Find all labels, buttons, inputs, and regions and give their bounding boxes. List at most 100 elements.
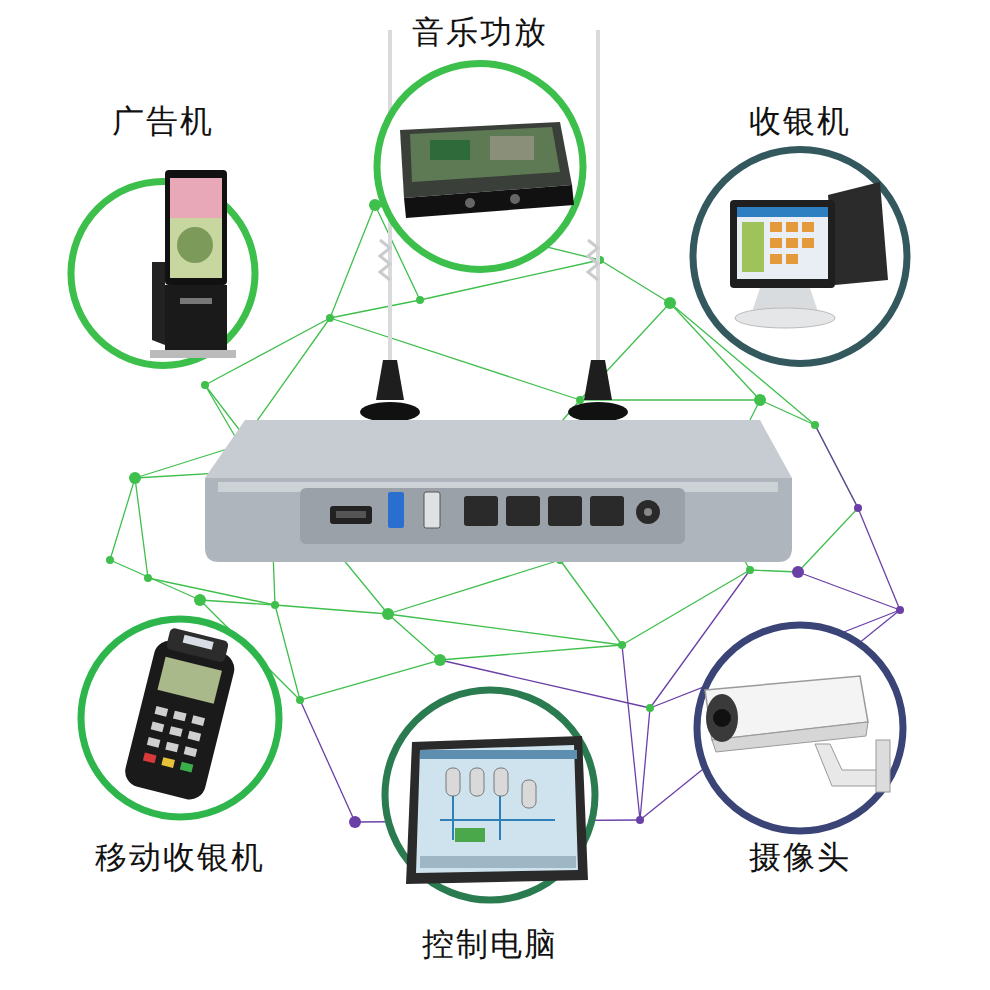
mobile-pos-illustration [155, 706, 169, 717]
mesh-dot [106, 556, 114, 564]
mobile-pos-illustration [122, 625, 241, 803]
amplifier-illustration [410, 127, 560, 182]
kiosk-illustration [170, 178, 222, 218]
control-computer-illustration [406, 736, 588, 884]
mesh-dot [746, 566, 754, 574]
control-computer-illustration [446, 768, 460, 796]
mesh-dot [896, 606, 904, 614]
mesh-dot [576, 396, 584, 404]
camera-illustration [713, 709, 731, 727]
cash-register-illustration [730, 200, 835, 288]
router-antenna [568, 402, 628, 422]
router-antenna [380, 240, 390, 280]
mesh-dot [792, 566, 804, 578]
cash-register-illustration [752, 288, 818, 312]
circle-outline [697, 625, 903, 831]
mobile-pos-illustration [191, 715, 205, 726]
amplifier-illustration [465, 198, 475, 208]
mesh-line [798, 508, 858, 572]
device-circle-node: 摄像头 [690, 618, 910, 877]
router-body [205, 478, 792, 562]
mesh-line [200, 600, 275, 605]
camera-illustration [705, 676, 890, 792]
mobile-pos-illustration [122, 637, 238, 802]
control-computer-illustration [470, 768, 484, 796]
mobile-pos-illustration [143, 753, 157, 764]
amplifier-illustration [400, 122, 572, 198]
device-label: 控制电脑 [419, 926, 561, 963]
amplifier-illustration [430, 140, 470, 160]
mesh-line [135, 478, 148, 578]
mobile-pos-illustration [151, 722, 165, 733]
control-computer-illustration [416, 745, 578, 873]
mesh-line [815, 425, 858, 508]
mobile-pos-illustration [161, 757, 175, 768]
mobile-pos-illustration [157, 657, 222, 704]
kiosk-illustration [165, 170, 227, 285]
control-computer-illustration [455, 828, 485, 842]
mobile-pos-illustration [166, 627, 230, 663]
cash-register-illustration [786, 238, 798, 248]
mesh-line [388, 560, 560, 614]
router-body [548, 496, 582, 526]
circle-outline [71, 181, 255, 365]
cash-register-illustration [786, 222, 798, 232]
mesh-line [300, 700, 355, 822]
mesh-dot [416, 296, 424, 304]
mesh-line [622, 570, 750, 645]
mesh-dot [129, 472, 141, 484]
mobile-pos-illustration [147, 706, 205, 757]
cash-register-illustration [802, 222, 814, 232]
cash-register-illustration [737, 207, 828, 217]
circle-outline [74, 612, 286, 877]
cash-register-illustration [770, 254, 782, 264]
mesh-line [622, 645, 640, 820]
kiosk-illustration [150, 350, 236, 358]
kiosk-illustration [180, 298, 212, 304]
mesh-line [858, 508, 900, 610]
router-body [388, 492, 404, 528]
device-label: 移动收银机 [92, 839, 268, 876]
mesh-line [330, 300, 420, 318]
cash-register-illustration [770, 222, 782, 232]
kiosk-illustration [165, 285, 227, 350]
router-body [464, 496, 498, 526]
mobile-pos-illustration [173, 711, 187, 722]
cash-register-illustration [770, 222, 814, 264]
circle-outline [693, 149, 907, 363]
cash-register-illustration [735, 308, 835, 328]
router-body [300, 488, 685, 544]
cash-register-illustration [828, 182, 888, 285]
mesh-dot [664, 297, 676, 309]
mesh-line [388, 614, 622, 645]
mesh-line [388, 614, 440, 660]
camera-illustration [705, 676, 868, 740]
amplifier-illustration [490, 136, 534, 160]
mobile-pos-illustration [180, 762, 194, 773]
mesh-dot [382, 608, 394, 620]
cash-register-illustration [730, 182, 888, 328]
circle-outline [385, 690, 595, 900]
mesh-line [798, 572, 900, 610]
mesh-dot [854, 504, 862, 512]
mesh-line [110, 560, 200, 600]
cash-register-illustration [742, 222, 764, 272]
device-label: 摄像头 [746, 839, 854, 876]
mesh-line [580, 303, 670, 400]
mesh-line [330, 205, 375, 318]
router-body [590, 496, 624, 526]
mesh-dot [636, 816, 644, 824]
mesh-dot [194, 594, 206, 606]
control-computer-illustration [522, 780, 536, 808]
mesh-dot [434, 654, 446, 666]
mobile-pos-illustration [169, 726, 183, 737]
router-antenna [376, 360, 404, 400]
mesh-line [110, 478, 135, 560]
mobile-pos-illustration [165, 742, 179, 753]
mobile-pos-illustration [147, 737, 161, 748]
mesh-dot [201, 381, 209, 389]
cash-register-illustration [786, 254, 798, 264]
mesh-dot [646, 704, 654, 712]
device-label: 广告机 [109, 103, 217, 140]
